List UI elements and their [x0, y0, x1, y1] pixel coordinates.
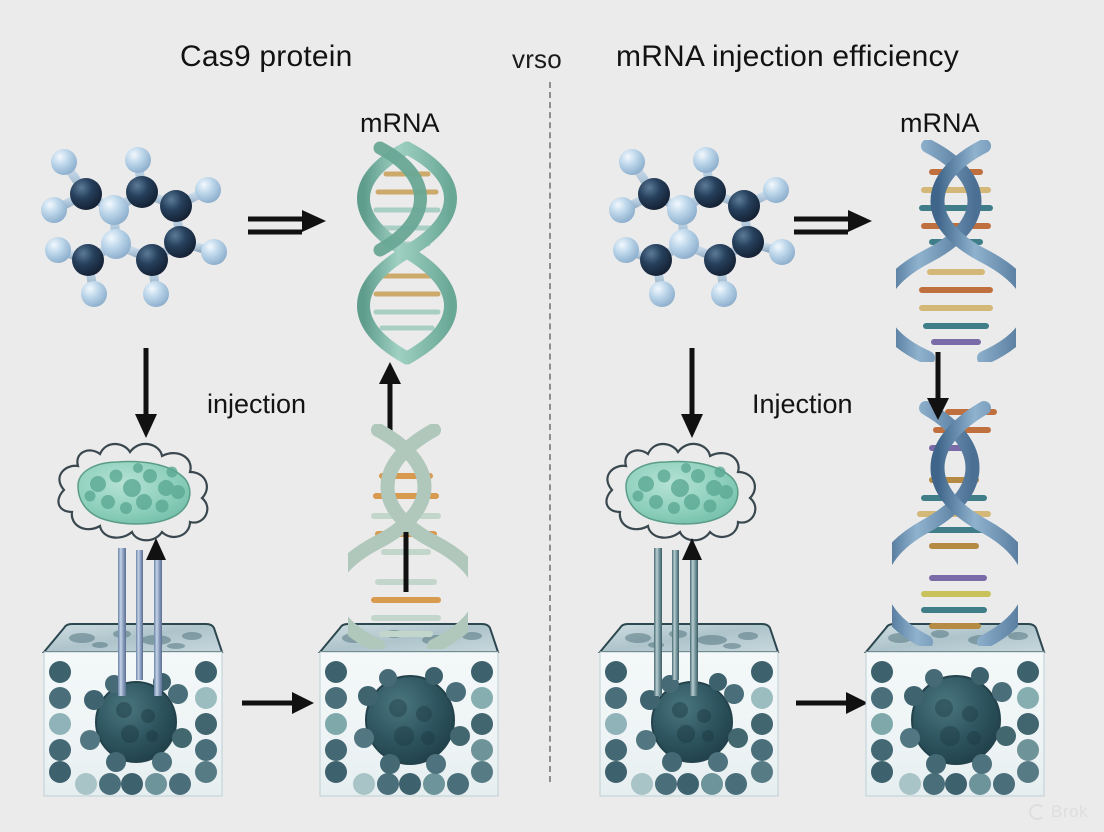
panel-title-right: mRNA injection efficiency — [616, 40, 959, 73]
injection-needles-right — [648, 538, 708, 703]
arrow-molecule-to-cell-right — [674, 348, 710, 445]
mrna-molecule — [596, 132, 816, 327]
watermark: Brok — [1029, 802, 1088, 822]
injected-cell-right — [592, 432, 772, 552]
injected-cell-left — [44, 432, 224, 552]
panel-divider — [549, 82, 551, 782]
arrow-block-to-block-left — [240, 686, 318, 725]
watermark-text: Brok — [1051, 802, 1088, 821]
arrow-molecule-to-mrna-right — [792, 206, 876, 251]
mrna-helix-bottom-right — [872, 398, 1038, 651]
versus-label: vrso — [512, 44, 562, 74]
cas9-molecule — [28, 132, 248, 327]
arrow-block-to-block-right — [794, 686, 872, 725]
mrna-label-right: mRNA — [900, 108, 980, 138]
mrna-label-left: mRNA — [360, 108, 440, 138]
mrna-helix-top-left — [352, 140, 462, 370]
injection-label-right: Injection — [752, 389, 853, 419]
arrow-helix-up-left — [370, 360, 410, 437]
arrow-helix-down-right — [918, 352, 958, 427]
mrna-helix-top-right — [874, 139, 1038, 367]
tissue-block-before-left — [30, 612, 235, 807]
panel-title-left: Cas9 protein — [180, 40, 353, 73]
tissue-block-after-right — [852, 612, 1057, 807]
injection-label-left: injection — [207, 389, 307, 419]
mrna-helix-bottom-left — [324, 423, 488, 654]
tissue-block-before-right — [586, 612, 791, 807]
watermark-ring-icon — [1029, 804, 1046, 820]
tissue-block-after-left — [306, 612, 511, 807]
arrow-molecule-to-cell-left — [128, 348, 164, 445]
arrow-molecule-to-mrna-left — [246, 206, 330, 251]
injection-needles-left — [112, 538, 172, 703]
